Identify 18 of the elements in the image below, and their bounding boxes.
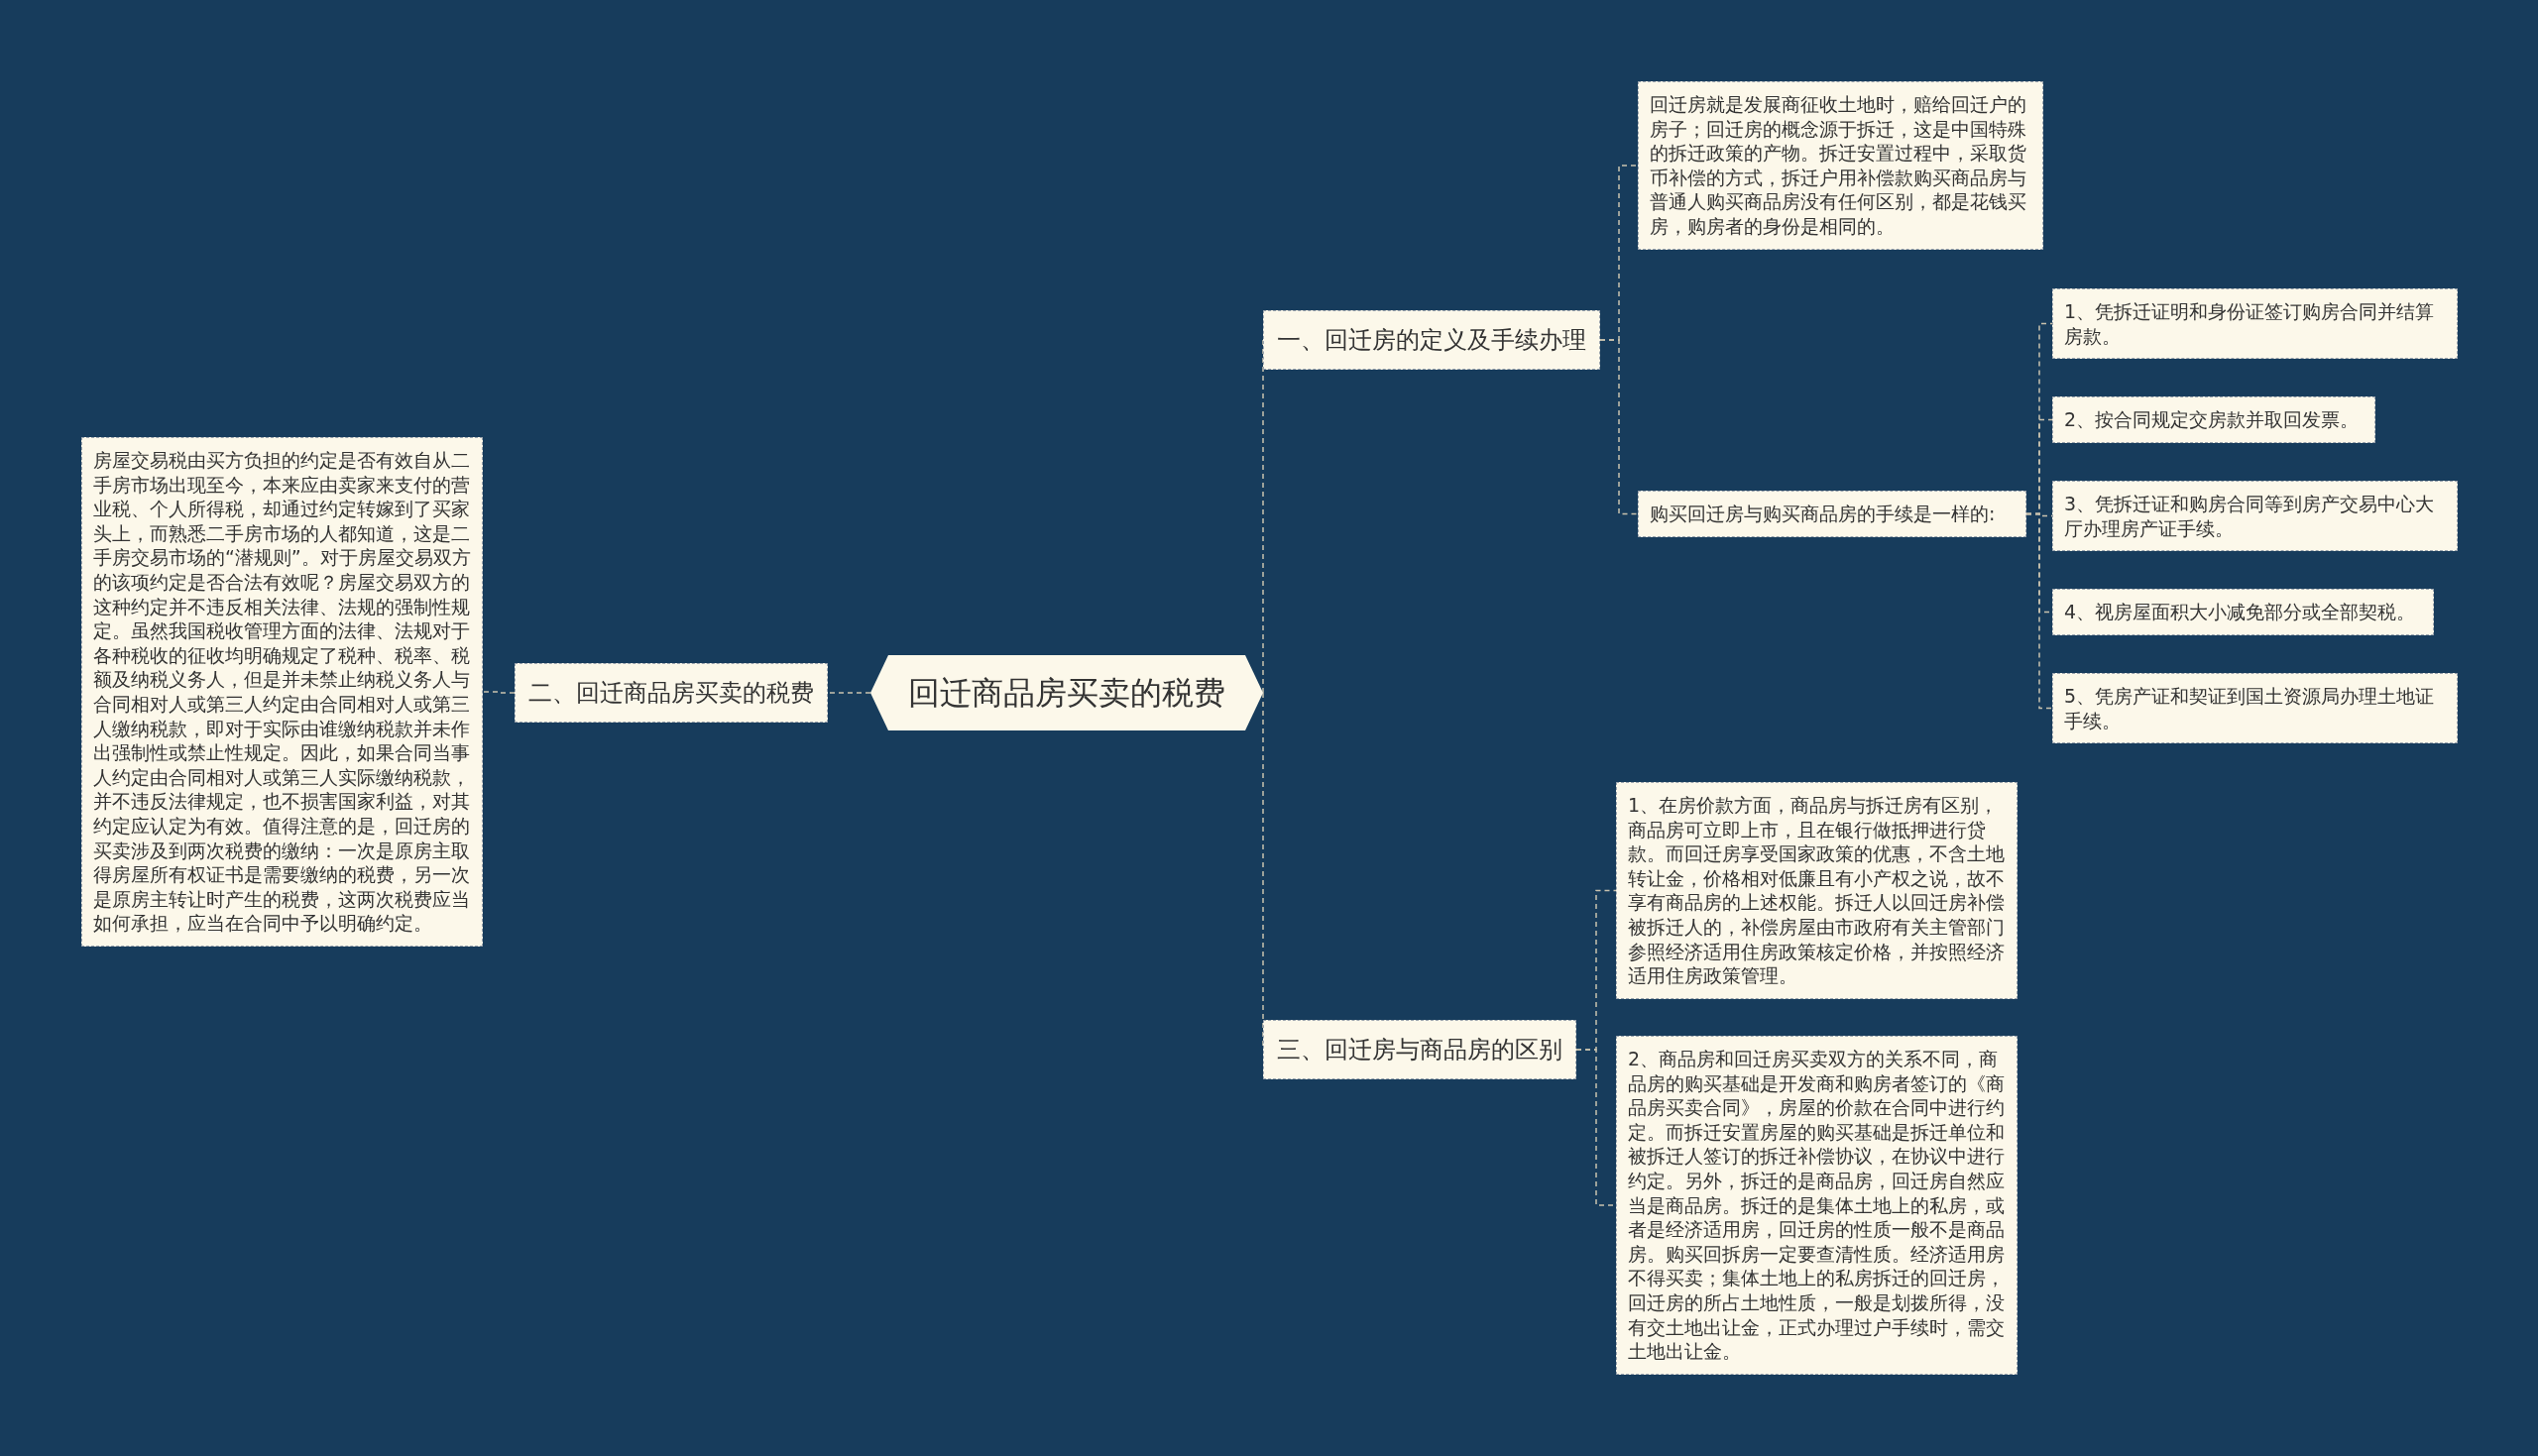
branch-box: 三、回迁房与商品房的区别 [1263, 1020, 1576, 1079]
central-topic: 回迁商品房买卖的税费 [870, 655, 1263, 730]
branch-box: 二、回迁商品房买卖的税费 [515, 663, 828, 723]
connector-line [482, 691, 516, 694]
text-box: 2、商品房和回迁房买卖双方的关系不同，商品房的购买基础是开发商和购房者签订的《商品房买卖合同》，房屋的价款在合同中进行约定。而拆迁安置房屋的购买基础是拆迁单位和被拆迁人签订的拆迁补偿协议，在协议中进行约定。另外，拆迁的是商品房，回迁房自然应当是商品房。拆迁的是集体土地上的私房，或者是经济适用房，回迁房的性质一般不是商品房。购买回拆房一定要查清性质。经济适用房不得买卖；集体土地上的私房拆迁的回迁房，回迁房的所占土地性质，一般是划拨所得，没有交土地出让金，正式办理过户手续时，需交土地出让金。 [1616, 1036, 2018, 1375]
text-box: 购买回迁房与购买商品房的手续是一样的: [1638, 491, 2026, 537]
branch-box: 一、回迁房的定义及手续办理 [1263, 310, 1600, 370]
text-box: 2、按合同规定交房款并取回发票。 [2052, 396, 2375, 443]
text-box: 1、凭拆迁证明和身份证签订购房合同并结算房款。 [2052, 288, 2458, 360]
text-box: 5、凭房产证和契证到国土资源局办理土地证手续。 [2052, 673, 2458, 744]
connector-line [2025, 512, 2053, 710]
text-box: 3、凭拆迁证和购房合同等到房产交易中心大厅办理房产证手续。 [2052, 481, 2458, 552]
text-box: 回迁房就是发展商征收土地时，赔给回迁户的房子；回迁房的概念源于拆迁，这是中国特殊的拆迁政策的产物。拆迁安置过程中，采取货币补偿的方式，拆迁户用补偿款购买商品房与普通人购买商品房没有任何区别，都是花钱买房，购房者的身份是相同的。 [1638, 81, 2043, 250]
text-box: 1、在房价款方面，商品房与拆迁房有区别，商品房可立即上市，且在银行做抵押进行贷款。而回迁房享受国家政策的优惠，不含土地转让金，价格相对低廉且有小产权之说，故不享有商品房的上述权能。拆迁人以回迁房补偿被拆迁人的，补偿房屋由市政府有关主管部门参照经济适用住房政策核定价格，并按照经济适用住房政策管理。 [1616, 782, 2018, 999]
text-box: 房屋交易税由买方负担的约定是否有效自从二手房市场出现至今，本来应由卖家来支付的营业税、个人所得税，却通过约定转嫁到了买家头上，而熟悉二手房市场的人都知道，这是二手房交易市场的“潜规则”。对于房屋交易双方的该项约定是否合法有效呢？房屋交易双方的这种约定并不违反相关法律、法规的强制性规定。虽然我国税收管理方面的法律、法规对于各种税收的征收均明确规定了税种、税率、税额及纳税义务人，但是并未禁止纳税义务人与合同相对人或第三人约定由合同相对人或第三人缴纳税款，即对于实际由谁缴纳税款并未作出强制性或禁止性规定。因此，如果合同当事人约定由合同相对人或第三人实际缴纳税款，并不违反法律规定，也不损害国家利益，对其约定应认定为有效。值得注意的是，回迁房的买卖涉及到两次税费的缴纳：一次是原房主取得房屋所有权证书是需要缴纳的税费，另一次是原房主转让时产生的税费，这两次税费应当如何承担，应当在合同中予以明确约定。 [81, 437, 483, 947]
connector-line [827, 692, 871, 694]
text-box: 4、视房屋面积大小减免部分或全部契税。 [2052, 589, 2434, 635]
connector-line [1599, 339, 1639, 515]
